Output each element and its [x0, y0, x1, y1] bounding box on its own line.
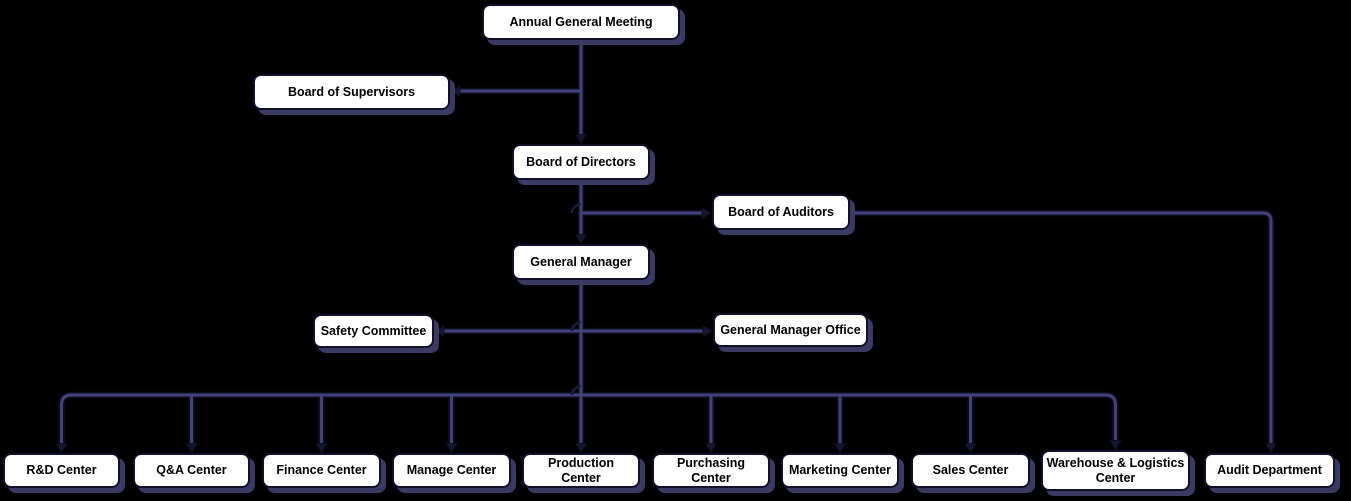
arrow-into-audit-dept: [1264, 443, 1278, 454]
arrow-into-safety: [434, 324, 445, 338]
org-node-board-of-directors[interactable]: Board of Directors: [512, 144, 650, 180]
org-node-label: Board of Supervisors: [287, 84, 416, 99]
arrow-into-finance: [315, 443, 328, 454]
org-node-label: R&D Center: [26, 463, 97, 478]
org-node-board-of-supervisors[interactable]: Board of Supervisors: [253, 74, 450, 110]
hop-office-junction: [570, 320, 582, 332]
hop-bus-junction: [570, 384, 582, 396]
org-node-label: Safety Committee: [320, 323, 427, 338]
org-node-label: Production Center: [548, 456, 614, 485]
org-node-board-of-auditors[interactable]: Board of Auditors: [712, 194, 850, 230]
org-node-purchasing-center[interactable]: Purchasing Center: [652, 453, 770, 488]
arrowheads: [55, 84, 1278, 454]
arrow-into-purchasing: [704, 443, 718, 454]
org-node-general-manager-office[interactable]: General Manager Office: [713, 313, 868, 347]
org-node-production-center[interactable]: Production Center: [522, 453, 640, 488]
org-node-warehouse-logistics-center[interactable]: Warehouse & Logistics Center: [1041, 450, 1190, 491]
org-node-label: Board of Directors: [526, 154, 636, 169]
org-node-rd-center[interactable]: R&D Center: [3, 453, 120, 488]
org-node-audit-department[interactable]: Audit Department: [1204, 453, 1335, 488]
org-node-label: Manage Center: [406, 463, 497, 478]
org-node-label: Q&A Center: [156, 463, 227, 478]
arrow-into-gm-office: [702, 324, 713, 338]
org-node-label: Warehouse & Logistics Center: [1046, 456, 1185, 485]
org-node-finance-center[interactable]: Finance Center: [262, 453, 381, 488]
org-node-manage-center[interactable]: Manage Center: [392, 453, 511, 488]
arrow-into-supervisors: [450, 84, 461, 98]
org-node-safety-committee[interactable]: Safety Committee: [313, 314, 434, 348]
arrow-into-qa: [185, 443, 198, 454]
org-node-label: Board of Auditors: [728, 204, 834, 219]
org-node-marketing-center[interactable]: Marketing Center: [781, 453, 899, 488]
arrow-into-manage: [445, 443, 458, 454]
arrow-into-production: [574, 443, 588, 454]
org-node-label: Audit Department: [1217, 463, 1322, 478]
org-node-label: Annual General Meeting: [509, 14, 653, 29]
hop-auditors-junction: [570, 202, 582, 214]
org-node-general-manager[interactable]: General Manager: [512, 244, 650, 280]
arrow-into-directors: [574, 134, 588, 145]
arrow-into-auditors: [701, 206, 712, 220]
org-node-qa-center[interactable]: Q&A Center: [133, 453, 250, 488]
arrow-into-gm: [574, 234, 588, 245]
arrow-into-sales: [964, 443, 977, 454]
org-node-label: Marketing Center: [788, 463, 892, 478]
org-node-label: General Manager: [530, 254, 632, 269]
org-node-label: Purchasing Center: [676, 456, 746, 485]
org-node-annual-general-meeting[interactable]: Annual General Meeting: [482, 4, 680, 40]
org-node-label: Sales Center: [932, 463, 1009, 478]
org-node-label: General Manager Office: [720, 322, 861, 337]
arrow-into-warehouse: [1109, 440, 1122, 451]
org-node-sales-center[interactable]: Sales Center: [911, 453, 1030, 488]
arrow-into-rd: [55, 443, 68, 454]
org-node-label: Finance Center: [276, 463, 367, 478]
wire-hops: [570, 202, 582, 396]
arrow-into-marketing: [833, 443, 847, 454]
